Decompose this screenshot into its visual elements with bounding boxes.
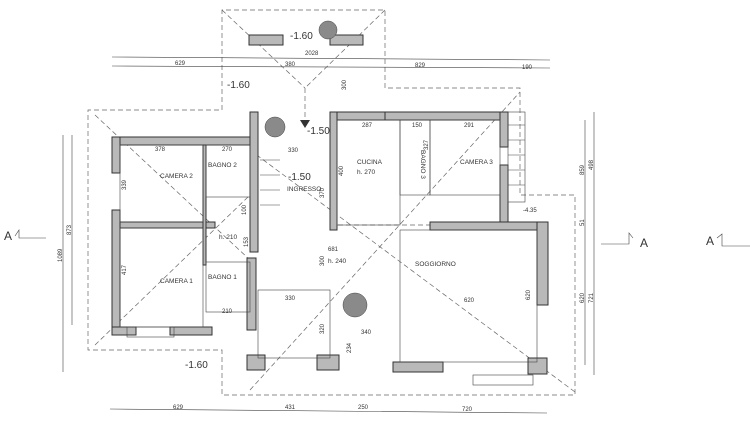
- room-ingresso: INGRESSO: [287, 186, 321, 193]
- soggiorno-height: h. 240: [328, 258, 346, 265]
- dim-2028: 2028: [305, 51, 319, 57]
- dimension-label: 620: [526, 289, 532, 300]
- dimension-label: 378: [155, 147, 166, 153]
- room-bagno-1: BAGNO 1: [208, 274, 237, 281]
- section-marker-right-2: A: [706, 233, 750, 248]
- dimension-label: 873: [67, 224, 73, 235]
- corridor-height: h. 210: [219, 234, 237, 241]
- dimension-label: 859: [580, 164, 586, 175]
- dimension-label: 270: [222, 147, 233, 153]
- dimension-label: 1089: [58, 248, 64, 262]
- dimension-label: 320: [320, 323, 326, 334]
- planter-right: [329, 34, 364, 46]
- dimension-label: 340: [361, 330, 372, 336]
- dimension-label: 620: [464, 298, 475, 304]
- dimension-label: 291: [464, 123, 475, 129]
- room-camera-2: CAMERA 2: [160, 173, 193, 180]
- level-entry-inner: -1.50: [288, 172, 311, 183]
- dim-190: 190: [522, 65, 533, 71]
- interior-dimensions: 378 270 330 287 150 291 327 339 100 400 …: [122, 123, 532, 353]
- dimension-label: 330: [285, 296, 296, 302]
- top-dimensions: 2028 629 380 829 190 300: [111, 51, 551, 90]
- dim-829: 829: [415, 63, 426, 69]
- dimension-label: A: [706, 234, 714, 248]
- section-marker-left: A: [4, 229, 46, 243]
- room-cucina: CUCINA: [357, 159, 383, 166]
- level-right: -4.35: [523, 208, 537, 214]
- dimension-label: A: [640, 236, 648, 250]
- dimension-label: 234: [347, 342, 353, 353]
- level-left-top: -1.60: [227, 80, 250, 91]
- dim-380: 380: [285, 62, 296, 68]
- room-bagno-2: BAGNO 2: [208, 162, 237, 169]
- dimension-label: 431: [285, 405, 296, 411]
- tree-icon: [264, 116, 286, 138]
- dimension-label: 327: [424, 139, 430, 150]
- room-bagno-3: BAGNO 3: [419, 150, 426, 179]
- interior-lines: [119, 111, 538, 386]
- dimension-label: 681: [328, 247, 339, 253]
- room-soggiorno: SOGGIORNO: [415, 261, 456, 268]
- level-entry-outer: -1.50: [307, 126, 330, 137]
- level-bottom-left: -1.60: [185, 360, 208, 371]
- dimension-label: A: [4, 229, 12, 243]
- dimension-label: 417: [122, 264, 128, 275]
- tree-icon: [342, 292, 368, 318]
- dimension-label: 400: [339, 165, 345, 176]
- level-top: -1.60: [290, 31, 313, 42]
- room-camera-3: CAMERA 3: [460, 159, 493, 166]
- dimension-label: 370: [320, 187, 326, 198]
- dimension-label: 287: [362, 123, 373, 129]
- dimension-label: 51: [580, 219, 586, 226]
- dim-629: 629: [175, 61, 186, 67]
- dimension-label: 330: [288, 148, 299, 154]
- room-camera-1: CAMERA 1: [160, 278, 193, 285]
- dimension-label: 250: [358, 405, 369, 411]
- tree-icon: [318, 20, 338, 40]
- dimension-label: 498: [589, 159, 595, 170]
- dimension-label: 721: [589, 292, 595, 303]
- cucina-height: h. 270: [357, 169, 375, 176]
- entry-arrow-icon: [300, 120, 310, 128]
- dimension-label: 720: [462, 407, 473, 413]
- dimension-label: 150: [412, 123, 423, 129]
- dimension-label: 339: [122, 179, 128, 190]
- dimension-label: 153: [244, 236, 250, 247]
- section-marker-right-1: A: [601, 232, 648, 250]
- dimension-label: 300: [320, 255, 326, 266]
- dimension-label: 100: [242, 204, 248, 215]
- dimension-label: 629: [173, 405, 184, 411]
- dimension-label: 210: [222, 309, 233, 315]
- dimension-label: 620: [580, 292, 586, 303]
- planter-left: [248, 34, 284, 46]
- outer-dimensions: 1089 873 859 498 51 620 721 629 431 250 …: [58, 112, 595, 414]
- dim-300-top: 300: [342, 79, 348, 90]
